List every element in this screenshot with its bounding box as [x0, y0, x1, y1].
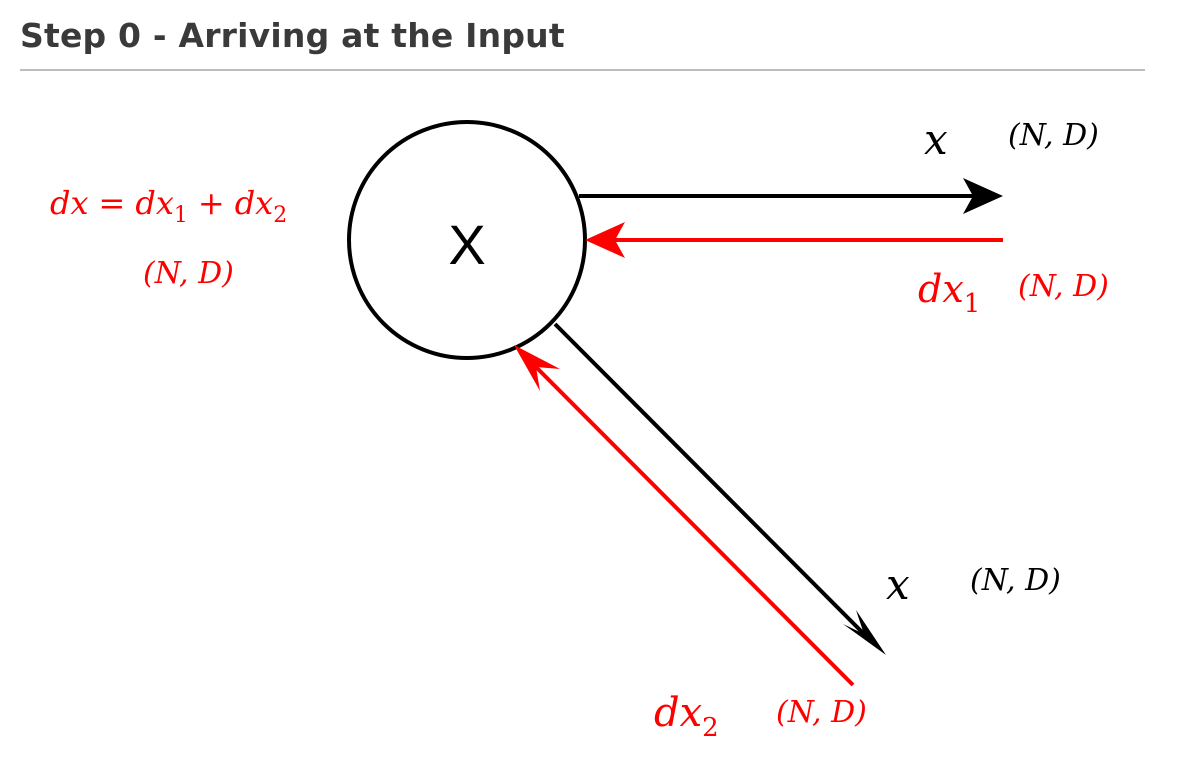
sum-term1: dx	[135, 184, 174, 222]
node-label: X	[448, 213, 485, 276]
output-top-shape: (N, D)	[1008, 118, 1099, 153]
grad-top-var: dx	[918, 267, 964, 311]
grad-top-sub: 1	[964, 289, 981, 319]
backward-arrow-bottom	[514, 345, 855, 687]
sum-lhs: dx	[50, 184, 89, 222]
grad-bottom-label: dx2	[654, 690, 719, 743]
grad-bottom-sub: 2	[702, 713, 719, 743]
sum-term2-sub: 2	[273, 203, 287, 228]
output-bottom-var: x	[886, 560, 910, 609]
sum-eq: =	[99, 184, 126, 222]
grad-bottom-var: dx	[654, 690, 702, 736]
sum-shape: (N, D)	[143, 256, 234, 291]
forward-arrow-bottom	[553, 322, 886, 655]
output-bottom-shape: (N, D)	[970, 563, 1061, 598]
page-title: Step 0 - Arriving at the Input	[20, 16, 565, 55]
sum-equation: dx=dx1+dx2	[50, 184, 287, 228]
grad-bottom-shape: (N, D)	[776, 695, 867, 730]
sum-term1-sub: 1	[174, 203, 188, 228]
title-divider	[20, 69, 1145, 71]
grad-top-shape: (N, D)	[1018, 269, 1109, 304]
sum-term2: dx	[235, 184, 274, 222]
backward-arrow-top	[585, 222, 1003, 258]
grad-top-label: dx1	[918, 267, 980, 319]
output-top-var: x	[924, 115, 948, 164]
forward-arrow-top	[579, 178, 1003, 214]
sum-plus: +	[198, 184, 225, 222]
